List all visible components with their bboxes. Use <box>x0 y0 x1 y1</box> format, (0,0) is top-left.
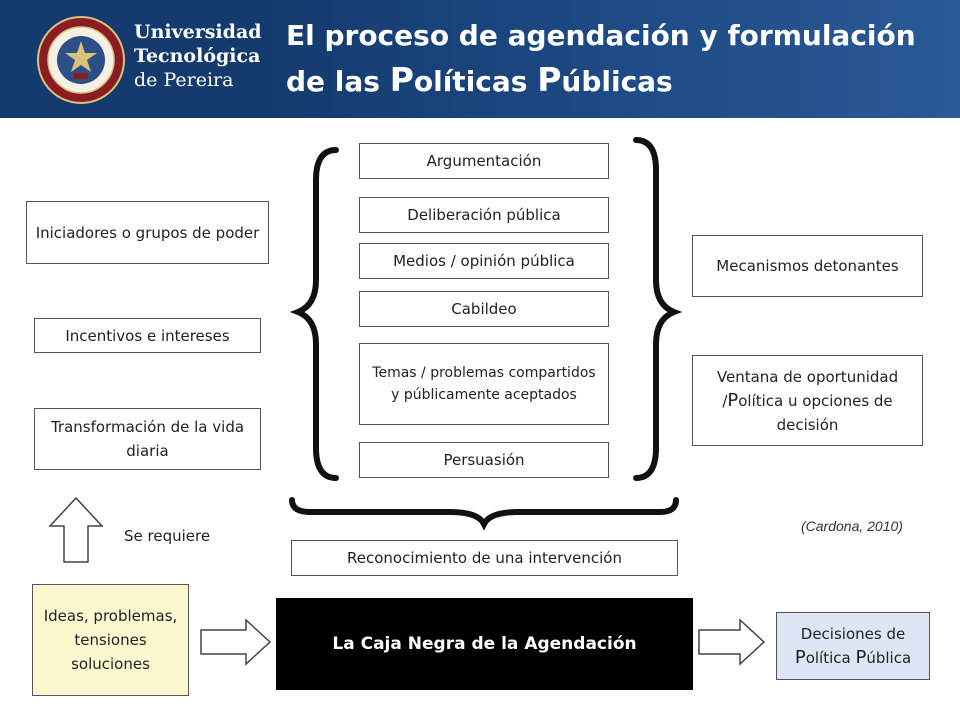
university-name-line3: de Pereira <box>134 69 234 91</box>
argumentation-box: Argumentación <box>359 143 609 179</box>
university-name-line1: Universidad <box>134 21 262 43</box>
opportunity-window-text: Ventana de oportunidad /Política u opcio… <box>716 367 899 434</box>
page-title: El proceso de agendación y formulación d… <box>286 14 946 104</box>
right-brace-icon <box>633 137 683 481</box>
lobbying-box: Cabildeo <box>359 291 609 327</box>
logo-area: Universidad Tecnológica de Pereira <box>0 0 262 118</box>
up-arrow-icon <box>48 496 104 563</box>
title-line1: El proceso de agendación y formulación <box>286 19 916 52</box>
recognition-box: Reconocimiento de una intervención <box>291 540 678 576</box>
ideas-box: Ideas, problemas, tensiones soluciones <box>32 584 189 696</box>
requires-label: Se requiere <box>124 527 211 545</box>
university-name-line2: Tecnológica <box>134 45 261 67</box>
public-deliberation-box: Deliberación pública <box>359 197 609 233</box>
media-opinion-box: Medios / opinión pública <box>359 243 609 279</box>
shared-issues-box: Temas / problemas compartidos y públicam… <box>359 343 609 425</box>
bottom-brace-icon <box>289 497 679 531</box>
citation: (Cardona, 2010) <box>801 518 903 534</box>
title-line2: de las Políticas Públicas <box>286 60 673 99</box>
university-seal-icon <box>37 16 125 104</box>
right-arrow-icon <box>698 618 766 666</box>
header-banner: Universidad Tecnológica de Pereira El pr… <box>0 0 960 118</box>
left-brace-icon <box>289 147 339 481</box>
policy-decisions-box: Decisiones de Política Pública <box>776 612 930 680</box>
policy-decisions-text: Decisiones de Política Pública <box>794 625 912 668</box>
black-box-agenda: La Caja Negra de la Agendación <box>276 598 693 690</box>
trigger-mechanisms-box: Mecanismos detonantes <box>692 235 923 297</box>
daily-life-box: Transformación de la vida diaria <box>34 408 261 470</box>
right-arrow-icon <box>200 618 272 666</box>
opportunity-window-box: Ventana de oportunidad /Política u opcio… <box>692 355 923 446</box>
incentives-box: Incentivos e intereses <box>34 318 261 353</box>
persuasion-box: Persuasión <box>359 442 609 478</box>
university-name: Universidad Tecnológica de Pereira <box>134 20 262 92</box>
initiators-box: Iniciadores o grupos de poder <box>26 201 269 264</box>
